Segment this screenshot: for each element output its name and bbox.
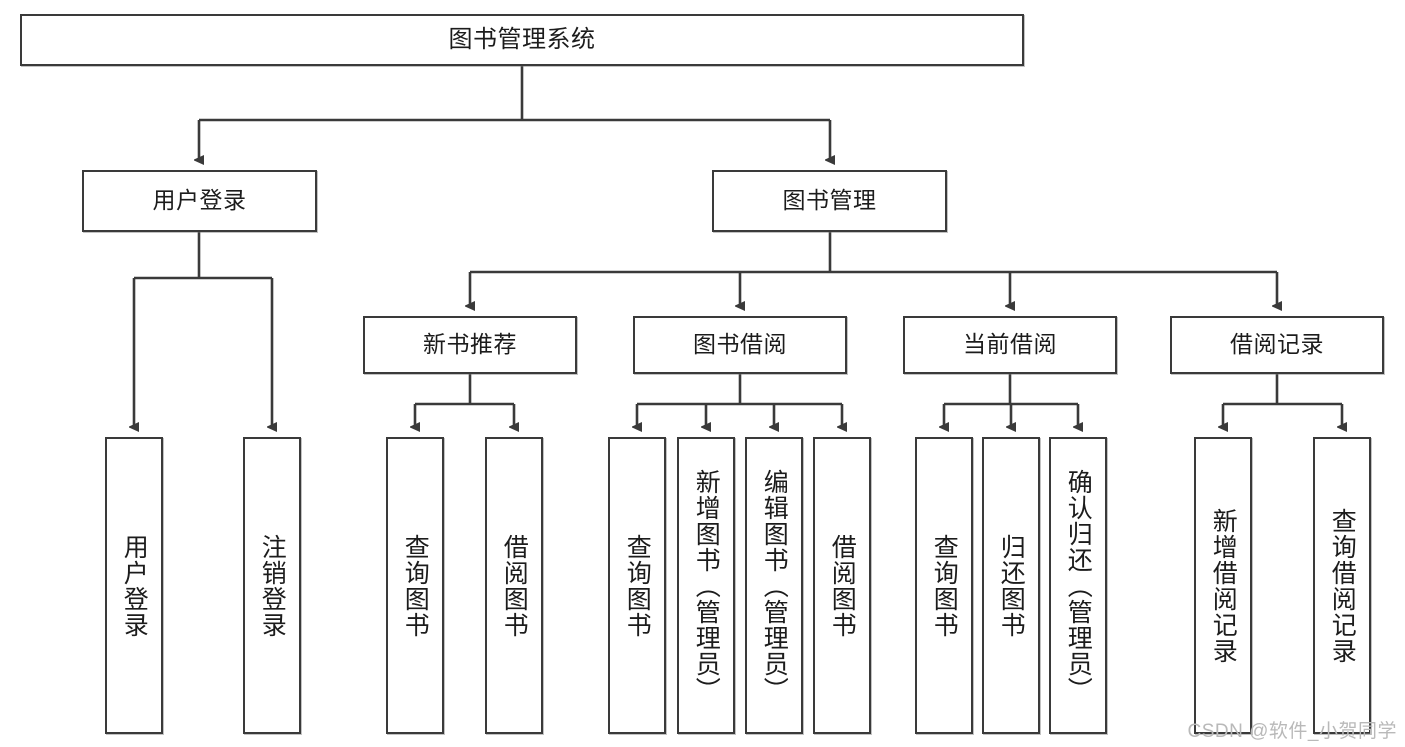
node-label: 图书管理系统 xyxy=(448,25,596,53)
leaf-borrow-record-add-record[interactable]: 新增借阅记录 xyxy=(1194,437,1252,734)
node-new-book-recommend[interactable]: 新书推荐 xyxy=(363,316,577,374)
node-label: 注销登录 xyxy=(258,533,287,638)
node-label: 编辑图书（管理员） xyxy=(760,468,789,703)
node-label: 查询图书 xyxy=(623,533,652,638)
node-book-management[interactable]: 图书管理 xyxy=(712,170,947,232)
leaf-book-borrow-borrow-book[interactable]: 借阅图书 xyxy=(813,437,871,734)
node-root-book-management-system[interactable]: 图书管理系统 xyxy=(20,14,1024,66)
leaf-current-borrow-query-book[interactable]: 查询图书 xyxy=(915,437,973,734)
leaf-borrow-record-query-record[interactable]: 查询借阅记录 xyxy=(1313,437,1371,734)
leaf-user-login-login[interactable]: 用户登录 xyxy=(105,437,163,734)
leaf-current-borrow-return-book[interactable]: 归还图书 xyxy=(982,437,1040,734)
node-current-borrow[interactable]: 当前借阅 xyxy=(903,316,1117,374)
leaf-current-borrow-confirm-return-admin[interactable]: 确认归还（管理员） xyxy=(1049,437,1107,734)
node-user-login[interactable]: 用户登录 xyxy=(82,170,317,232)
node-label: 借阅图书 xyxy=(500,533,529,638)
leaf-book-borrow-query-book[interactable]: 查询图书 xyxy=(608,437,666,734)
node-label: 图书借阅 xyxy=(693,331,787,358)
node-label: 查询借阅记录 xyxy=(1328,507,1357,664)
node-label: 查询图书 xyxy=(401,533,430,638)
node-label: 新书推荐 xyxy=(423,331,517,358)
leaf-user-login-logout[interactable]: 注销登录 xyxy=(243,437,301,734)
node-label: 查询图书 xyxy=(930,533,959,638)
node-book-borrow[interactable]: 图书借阅 xyxy=(633,316,847,374)
node-label: 新增图书（管理员） xyxy=(692,468,721,703)
node-label: 借阅记录 xyxy=(1230,331,1324,358)
node-borrow-record[interactable]: 借阅记录 xyxy=(1170,316,1384,374)
leaf-book-borrow-edit-book-admin[interactable]: 编辑图书（管理员） xyxy=(745,437,803,734)
node-label: 新增借阅记录 xyxy=(1209,507,1238,664)
node-label: 确认归还（管理员） xyxy=(1064,468,1093,703)
node-label: 用户登录 xyxy=(152,187,247,214)
node-label: 当前借阅 xyxy=(963,331,1057,358)
leaf-new-book-borrow-book[interactable]: 借阅图书 xyxy=(485,437,543,734)
leaf-new-book-query-book[interactable]: 查询图书 xyxy=(386,437,444,734)
csdn-watermark: CSDN @软件_小贺同学 xyxy=(1187,721,1397,742)
leaf-book-borrow-add-book-admin[interactable]: 新增图书（管理员） xyxy=(677,437,735,734)
node-label: 归还图书 xyxy=(997,533,1026,638)
node-label: 借阅图书 xyxy=(828,533,857,638)
node-label: 用户登录 xyxy=(120,533,149,638)
node-label: 图书管理 xyxy=(782,187,877,214)
